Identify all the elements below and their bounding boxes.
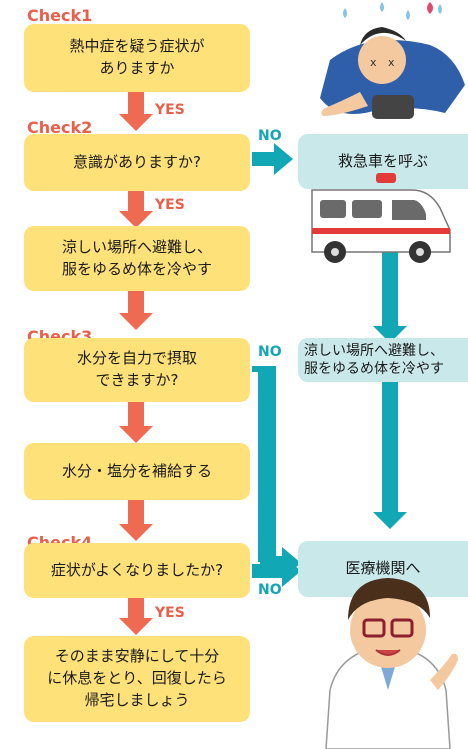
no-label-3: NO (258, 582, 282, 598)
yes-label-1: YES (155, 102, 185, 118)
q3-box: 水分を自力で摂取 できますか? (24, 338, 250, 402)
no-arrow-check2 (252, 143, 293, 175)
hydrate-text: 水分・塩分を補給する (61, 461, 212, 480)
right-cool-down-text: 涼しい場所へ避難し、 服をゆるめ体を冷やす (304, 342, 444, 377)
no-arrows (252, 143, 407, 587)
rest-box: そのまま安静にして十分 に休息をとり、回復したら 帰宅しましょう (24, 636, 250, 722)
yes-arrow-5 (119, 500, 153, 541)
q4-text: 症状がよくなりましたか? (50, 560, 224, 579)
ambulance-to-cool-arrow (373, 250, 407, 343)
yes-arrow-6 (119, 598, 153, 635)
q1-box: 熱中症を疑う症状が ありますか (24, 24, 250, 92)
yes-arrow-4 (119, 402, 153, 443)
rest-text: そのまま安静にして十分 に休息をとり、回復したら 帰宅しましょう (47, 647, 227, 709)
cool-down-box: 涼しい場所へ避難し、 服をゆるめ体を冷やす (24, 226, 250, 291)
no-arrow-check3 (252, 366, 301, 579)
no-label-2: NO (258, 344, 282, 360)
hydrate-box: 水分・塩分を補給する (24, 443, 250, 500)
ambulance-box: 救急車を呼ぶ (298, 134, 468, 189)
check1-label: Check1 (27, 6, 93, 25)
yes-arrow-2 (119, 191, 153, 228)
yes-arrow-1 (119, 92, 153, 131)
right-cool-down-box: 涼しい場所へ避難し、 服をゆるめ体を冷やす (298, 338, 468, 382)
check2-label: Check2 (27, 118, 93, 137)
q2-box: 意識がありますか? (24, 134, 250, 191)
no-label-1: NO (258, 128, 282, 144)
medical-box: 医療機関へ (298, 541, 468, 597)
yes-label-4: YES (155, 605, 185, 621)
q3-text: 水分を自力で摂取 できますか? (76, 349, 197, 389)
q4-box: 症状がよくなりましたか? (24, 543, 250, 598)
medical-text: 医療機関へ (345, 559, 421, 578)
no-arrow-check4 (252, 555, 301, 587)
yes-arrow-3 (119, 291, 153, 330)
q2-text: 意識がありますか? (73, 152, 201, 171)
yes-label-2: YES (155, 197, 185, 213)
cool-to-medical-arrow (373, 382, 407, 529)
yes-arrows (119, 92, 153, 635)
q1-text: 熱中症を疑う症状が ありますか (69, 37, 205, 77)
cool-down-text: 涼しい場所へ避難し、 服をゆるめ体を冷やす (61, 237, 212, 278)
ambulance-text: 救急車を呼ぶ (337, 151, 428, 170)
